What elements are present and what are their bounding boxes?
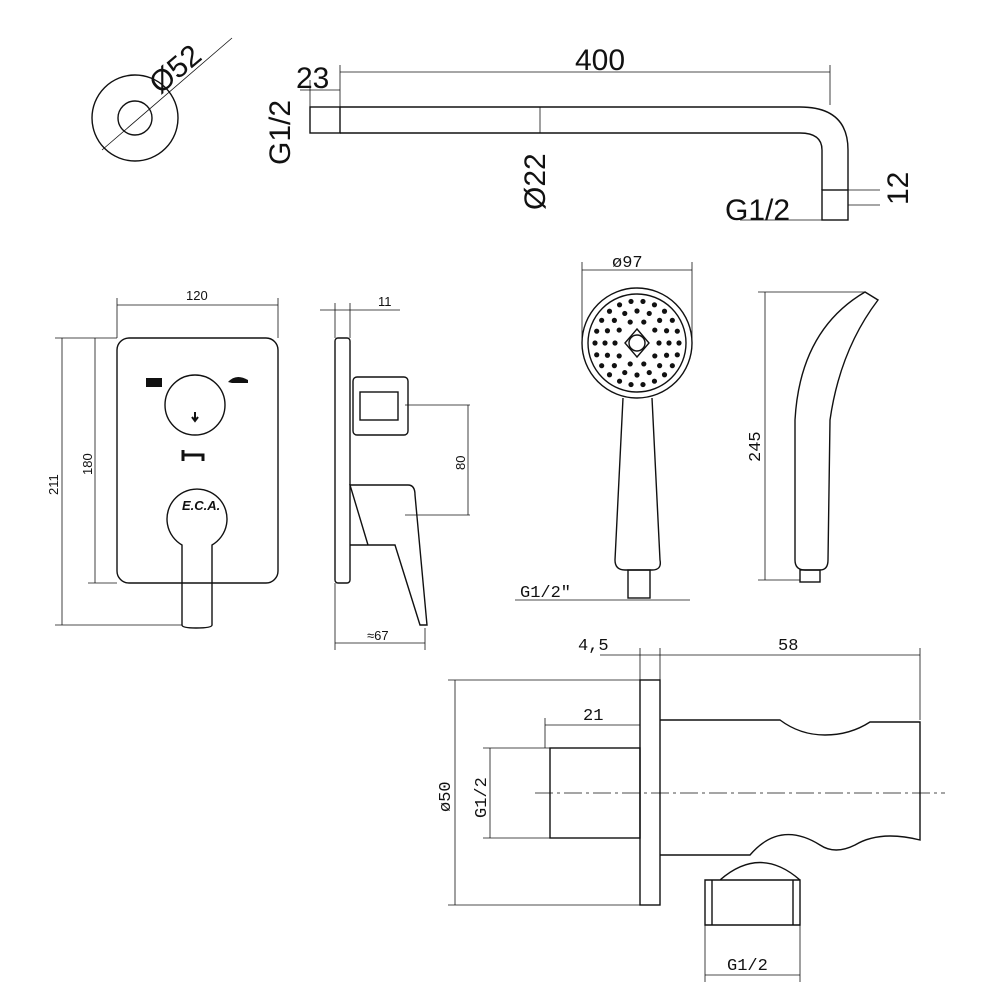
spray-nozzle <box>599 363 605 369</box>
spray-nozzle <box>622 369 628 376</box>
spray-nozzle <box>646 369 652 376</box>
elbow-thread-out-label: G1/2 <box>727 957 768 976</box>
elbow-length-label: 58 <box>778 637 798 656</box>
elbow-thread-in-label: G1/2 <box>473 777 492 818</box>
spray-nozzle <box>604 328 611 334</box>
spray-nozzle <box>661 308 668 314</box>
svg-text:E.C.A.: E.C.A. <box>182 498 220 513</box>
spray-nozzle <box>592 340 598 346</box>
spray-nozzle <box>627 319 633 325</box>
hand-shower-front: ø97 G1/2" <box>515 254 693 603</box>
arm-thread-left-label: G1/2 <box>264 100 297 165</box>
spray-nozzle <box>627 361 633 367</box>
spray-nozzle <box>641 361 647 367</box>
elbow-plate-label: 4,5 <box>578 637 609 656</box>
spray-nozzle <box>604 352 611 358</box>
spray-nozzle <box>669 363 675 369</box>
spray-nozzle <box>663 328 670 334</box>
spray-nozzle <box>640 381 646 388</box>
mixer-total-height-label: 211 <box>46 474 61 495</box>
spray-nozzle <box>616 378 623 384</box>
spray-nozzle <box>634 308 640 314</box>
spray-nozzle <box>594 328 600 334</box>
arm-length-label: 400 <box>575 44 625 77</box>
shower-length-label: 245 <box>747 431 766 462</box>
arm-thread-length-label: 23 <box>296 62 329 95</box>
spray-nozzle <box>611 317 617 323</box>
spray-nozzle <box>616 302 623 308</box>
mixer-inner-height-label: 180 <box>80 453 95 475</box>
spray-nozzle <box>594 352 600 358</box>
spray-nozzle <box>628 381 634 388</box>
spray-nozzle <box>646 310 652 317</box>
mixer-offset-label: 80 <box>453 456 468 470</box>
spray-nozzle <box>640 298 646 305</box>
wall-flange: Ø52 <box>91 37 233 162</box>
spray-nozzle <box>666 340 672 346</box>
spray-nozzle <box>628 298 634 305</box>
spray-nozzle <box>606 308 613 314</box>
shower-arm: 400 23 G1/2 Ø22 G1/2 12 <box>264 44 915 227</box>
elbow-plate-diameter-label: ø50 <box>437 781 456 812</box>
spray-nozzle <box>651 302 658 308</box>
mixer-projection-label: ≈67 <box>367 628 389 643</box>
arm-thread-right-label: G1/2 <box>725 194 790 227</box>
spray-nozzle <box>652 327 658 333</box>
elbow-thread-length-label: 21 <box>583 707 603 726</box>
spray-nozzle <box>661 372 668 378</box>
spray-nozzle <box>674 352 680 358</box>
spray-nozzle <box>599 317 605 323</box>
shower-head-diameter-label: ø97 <box>612 254 643 273</box>
spray-nozzle <box>611 363 617 369</box>
spray-nozzle <box>657 317 663 323</box>
mixer-side-view: 11 80 ≈67 <box>320 294 470 650</box>
wall-elbow: 4,5 58 21 ø50 G1/2 G1/2 <box>437 637 945 982</box>
flange-diameter-label: Ø52 <box>143 39 208 101</box>
spray-nozzle <box>612 340 618 346</box>
spray-nozzle <box>676 340 682 346</box>
spray-nozzle <box>616 327 622 333</box>
spray-nozzle <box>622 310 628 317</box>
arm-thread-right-length-label: 12 <box>882 172 915 205</box>
spray-nozzle <box>634 372 640 378</box>
spray-nozzle <box>602 340 608 346</box>
spray-nozzle <box>641 319 647 325</box>
mixer-width-label: 120 <box>186 288 208 303</box>
spray-nozzle <box>674 328 680 334</box>
shower-thread-label: G1/2" <box>520 584 571 603</box>
spray-nozzle <box>656 340 662 346</box>
spray-nozzle <box>657 363 663 369</box>
spray-nozzle <box>663 352 670 358</box>
spray-nozzle <box>669 317 675 323</box>
hand-shower-side: 245 <box>747 291 880 583</box>
spray-nozzle <box>652 353 658 359</box>
mixer-depth-label: 11 <box>378 294 392 309</box>
spray-nozzle <box>606 372 613 378</box>
mixer-front-view: E.C.A. 120 180 211 <box>46 288 279 629</box>
spray-nozzle <box>616 353 622 359</box>
spray-nozzle <box>651 378 658 384</box>
arm-pipe-diameter-label: Ø22 <box>519 153 552 210</box>
